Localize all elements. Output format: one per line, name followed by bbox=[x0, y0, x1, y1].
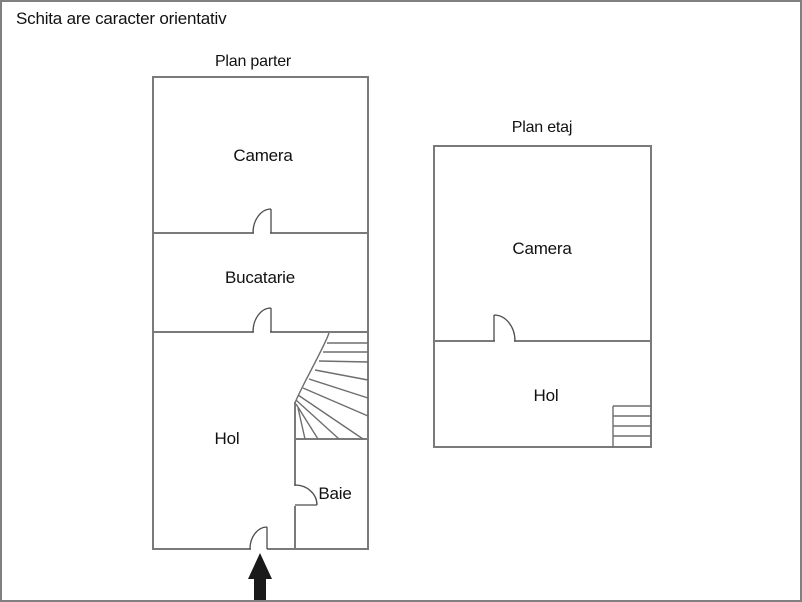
entrance-arrow-icon bbox=[248, 553, 272, 600]
etaj-staircase bbox=[612, 405, 651, 447]
parter-walls bbox=[152, 76, 369, 550]
room-label-hol-etaj: Hol bbox=[533, 386, 559, 405]
sheet-disclaimer-title: Schita are caracter orientativ bbox=[16, 9, 227, 28]
room-label-hol-parter: Hol bbox=[214, 429, 240, 448]
room-label-camera-parter: Camera bbox=[233, 146, 293, 165]
room-label-bucatarie: Bucatarie bbox=[224, 268, 296, 287]
etaj-walls bbox=[433, 145, 652, 448]
plan-parter-title: Plan parter bbox=[214, 53, 292, 70]
plan-etaj-title: Plan etaj bbox=[511, 119, 573, 136]
parter-staircase bbox=[294, 332, 369, 440]
room-label-camera-etaj: Camera bbox=[512, 239, 572, 258]
door-swings bbox=[249, 208, 516, 550]
room-label-baie: Baie bbox=[318, 484, 352, 503]
